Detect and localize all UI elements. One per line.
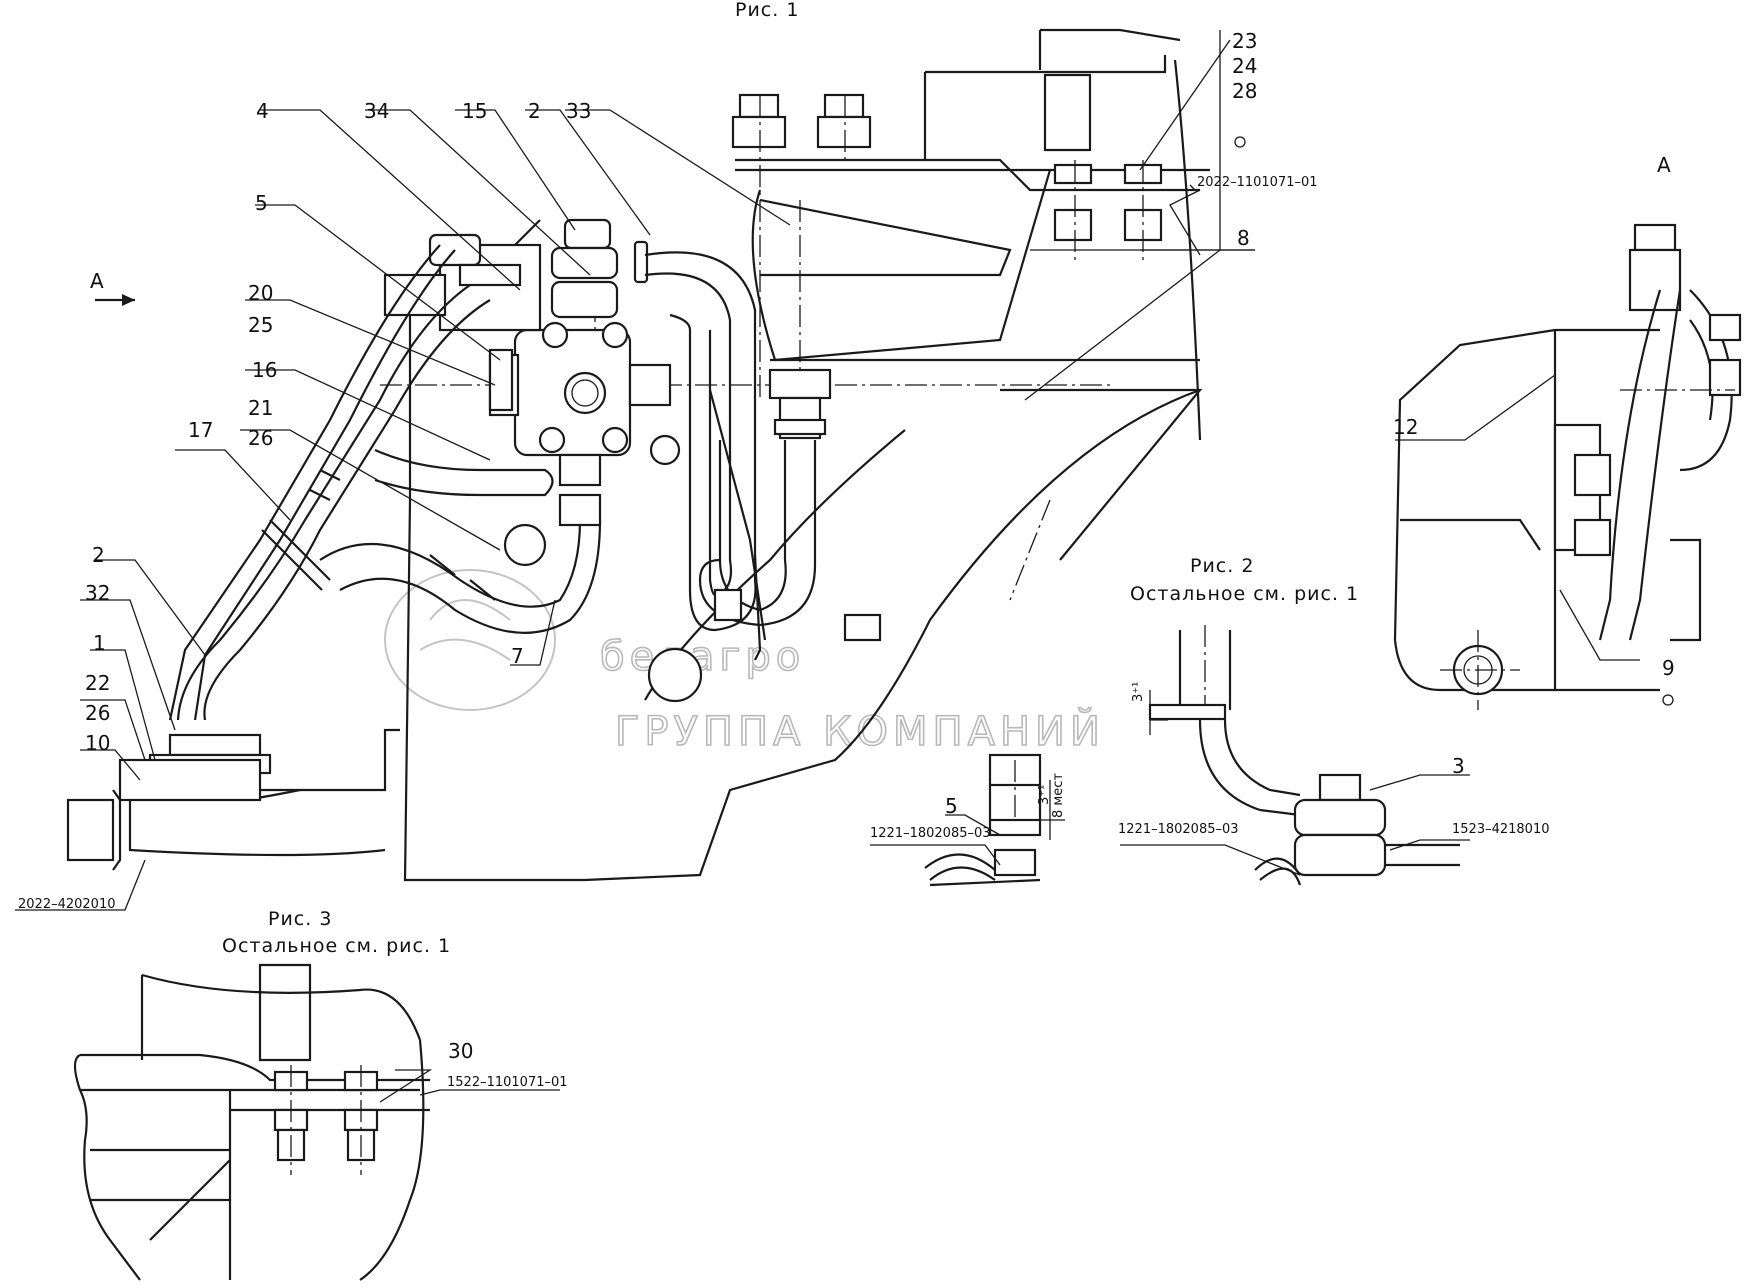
fig3-note: Остальное см. рис. 1 <box>222 935 451 957</box>
part-1522: 1522–1101071–01 <box>447 1075 568 1090</box>
callout-33: 33 <box>566 99 591 123</box>
fig2-note: Остальное см. рис. 1 <box>1130 583 1359 605</box>
callout-28: 28 <box>1232 79 1257 103</box>
part-1221-b: 1221–1802085–03 <box>1118 822 1239 837</box>
fig2-tolerance-left: 3⁺¹ <box>1037 785 1052 805</box>
callout-12: 12 <box>1393 415 1418 439</box>
part-2022-1101071: 2022–1101071–01 <box>1197 175 1318 190</box>
figure-3: Рис. 3 Остальное см. рис. 1 30 1522–1101… <box>73 908 568 1281</box>
view-marker-a-arrow: A <box>90 269 104 293</box>
callout-22: 22 <box>85 671 110 695</box>
fig2-8mest: 8 мест <box>1051 773 1066 818</box>
labels-fig1: 4 34 15 2 33 5 20 25 16 21 26 17 2 32 1 … <box>18 29 1318 912</box>
fig2-caption: Рис. 2 <box>1190 555 1254 577</box>
part-2022-4202010: 2022–4202010 <box>18 897 115 912</box>
watermark-subtitle: ГРУППА КОМПАНИЙ <box>615 707 1105 755</box>
callout-17: 17 <box>188 418 213 442</box>
tube-7 <box>319 493 602 634</box>
callout-15: 15 <box>462 99 487 123</box>
callout-26-top: 26 <box>248 426 273 450</box>
tube-16 <box>374 448 554 567</box>
callout-2-top: 2 <box>528 99 541 123</box>
callout-2-left: 2 <box>92 543 105 567</box>
fig2-tolerance: 3⁺¹ <box>1131 682 1146 702</box>
callout-4: 4 <box>256 99 269 123</box>
leaders-fig1 <box>15 30 1255 911</box>
figure-2: Рис. 2 Остальное см. рис. 1 3⁺¹ 8 мест 3… <box>870 555 1549 887</box>
callout-8: 8 <box>1237 226 1250 250</box>
callout-30: 30 <box>448 1039 473 1063</box>
fig1-caption: Рис. 1 <box>735 0 799 21</box>
callout-25: 25 <box>248 313 273 337</box>
callout-3: 3 <box>1452 754 1465 778</box>
callout-16: 16 <box>252 358 277 382</box>
callout-1: 1 <box>93 631 106 655</box>
figure-1: Рис. 1 <box>15 0 1318 912</box>
top-bolts <box>731 93 1163 400</box>
callout-10: 10 <box>85 731 110 755</box>
tube-loop-right <box>644 251 832 632</box>
callout-23: 23 <box>1232 29 1257 53</box>
tube-pipes-left <box>66 244 491 871</box>
callout-24: 24 <box>1232 54 1257 78</box>
fitting-15 <box>550 218 649 319</box>
callout-32: 32 <box>85 581 110 605</box>
callout-9: 9 <box>1662 656 1675 680</box>
watermark-logo-text: белагро <box>600 634 805 680</box>
callout-34: 34 <box>364 99 389 123</box>
callout-21: 21 <box>248 396 273 420</box>
callout-5-top: 5 <box>255 191 268 215</box>
part-1523: 1523–4218010 <box>1452 822 1549 837</box>
callout-20: 20 <box>248 281 273 305</box>
callout-7: 7 <box>511 644 524 668</box>
view-a-title: A <box>1657 153 1671 177</box>
callout-5-fig2: 5 <box>945 794 958 818</box>
callout-26-left: 26 <box>85 701 110 725</box>
part-1221-a: 1221–1802085–03 <box>870 826 991 841</box>
view-a: A 12 9 <box>1393 153 1742 710</box>
fig3-caption: Рис. 3 <box>268 908 332 930</box>
